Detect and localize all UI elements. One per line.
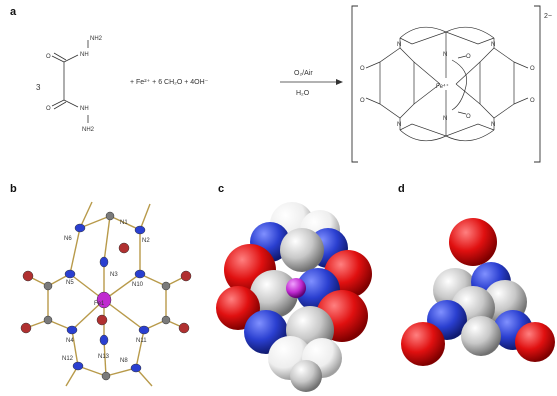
atom-n: [138, 325, 150, 335]
space-filling-model-d: [401, 218, 555, 366]
ring-o-4: O: [530, 98, 535, 104]
label-n6: N6: [64, 236, 72, 242]
ring-o-2: O: [360, 98, 365, 104]
sphere-carbon: [290, 360, 322, 392]
label-n12: N12: [62, 356, 74, 362]
crystal-bonds: [25, 201, 187, 387]
atom-o: [96, 314, 108, 326]
ring-o-1: O: [360, 66, 365, 72]
atom-o: [118, 242, 130, 254]
atom-o-top: O: [46, 54, 51, 60]
label-n2: N2: [142, 238, 150, 244]
atom-n: [99, 256, 109, 268]
atom-nh2-bottom: NH2: [82, 127, 95, 133]
atom-o: [22, 270, 34, 282]
atom-nh-bottom: NH: [80, 106, 89, 112]
panel-label-b: b: [10, 183, 17, 195]
panel-label-d: d: [398, 183, 405, 195]
reaction-arrow: [280, 79, 343, 85]
model-c-spheres: [216, 202, 372, 392]
panel-label-a: a: [10, 6, 17, 18]
atom-n: [64, 269, 76, 279]
sphere-carbon: [250, 270, 298, 318]
space-filling-model-c: [216, 202, 372, 392]
label-n11: N11: [136, 338, 147, 344]
atom-n: [74, 223, 86, 233]
atom-c: [43, 315, 53, 325]
atom-fe: [96, 291, 112, 309]
label-n3: N3: [110, 272, 118, 278]
atom-n: [99, 334, 109, 346]
label-n4: N4: [66, 338, 74, 344]
atom-n: [72, 361, 84, 371]
atom-c: [161, 281, 171, 291]
ring-n-4: N: [491, 122, 495, 128]
atom-n: [134, 269, 146, 279]
arrow-bottom-label: H₂O: [296, 90, 310, 97]
crystal-structure: Fe1 N6 N1 N5 N2 N10 N3 N4 N11 N12 N13 N8: [20, 201, 192, 387]
ring-n-3: N: [397, 122, 401, 128]
metal-center-label: Fe⁴⁺: [436, 83, 449, 90]
atom-nh2-top: NH2: [90, 36, 103, 42]
ring-o-5: O: [466, 54, 471, 60]
ring-n-5: N: [443, 52, 447, 58]
atom-o: [178, 322, 190, 334]
ring-o-6: O: [466, 114, 471, 120]
ring-o-3: O: [530, 66, 535, 72]
product-structure: [365, 26, 529, 142]
atom-c: [161, 315, 171, 325]
sphere-carbon: [461, 316, 501, 356]
sphere-carbon: [280, 228, 324, 272]
label-n13: N13: [98, 354, 110, 360]
atom-c: [101, 371, 111, 381]
ring-n-6: N: [443, 116, 447, 122]
panel-label-c: c: [218, 183, 225, 195]
ring-n-2: N: [491, 42, 495, 48]
label-n8: N8: [120, 358, 128, 364]
reagents-text: + Fe²⁺ + 6 CH₂O + 4OH⁻: [130, 79, 209, 86]
product-brackets: [351, 5, 541, 163]
atom-nh-top: NH: [80, 52, 89, 58]
label-fe1: Fe1: [94, 301, 105, 307]
atom-n: [66, 325, 78, 335]
label-n1: N1: [120, 220, 128, 226]
sphere-iron: [286, 278, 306, 298]
atom-n: [130, 363, 142, 373]
atom-o-bottom: O: [46, 106, 51, 112]
label-n10: N10: [132, 282, 144, 288]
product-charge: 2−: [544, 13, 552, 20]
label-n5: N5: [66, 280, 74, 286]
atom-c: [105, 211, 115, 221]
atom-n: [134, 225, 146, 235]
sphere-oxygen: [401, 322, 445, 366]
atom-c: [43, 281, 53, 291]
reaction-scheme: 3 O O NH NH NH2 NH2 + Fe²⁺ + 6 CH₂O + 4O…: [36, 5, 552, 163]
atom-o: [180, 270, 192, 282]
arrow-top-label: O₂/Air: [294, 70, 313, 77]
ring-n-1: N: [397, 42, 401, 48]
reactant-coefficient: 3: [36, 83, 41, 92]
atom-o: [20, 322, 32, 334]
crystal-atoms: [20, 211, 192, 381]
model-d-spheres: [401, 218, 555, 366]
sphere-oxygen: [449, 218, 497, 266]
reactant-structure: [51, 40, 89, 123]
sphere-oxygen: [515, 322, 555, 362]
